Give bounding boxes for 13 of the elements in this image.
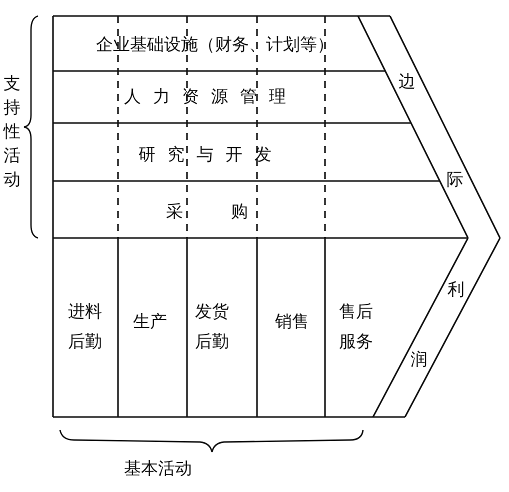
margin-label: 利 bbox=[448, 279, 464, 301]
margin-label: 润 bbox=[410, 349, 428, 371]
primary-activity-label: 售后服务 bbox=[337, 297, 375, 357]
support-activity-label: 研究与开发 bbox=[138, 144, 284, 166]
support-activity-label: 采购 bbox=[166, 201, 296, 223]
brace-label: 基本活动 bbox=[124, 458, 192, 480]
margin-label: 际 bbox=[446, 169, 464, 191]
margin-label: 边 bbox=[398, 71, 416, 93]
primary-activity-label: 销售 bbox=[273, 307, 311, 337]
primary-activity-label: 发货后勤 bbox=[193, 297, 231, 357]
primary-activity-label: 进料后勤 bbox=[66, 297, 104, 357]
brace-label: 支持性活动 bbox=[3, 73, 21, 192]
primary-activity-label: 生产 bbox=[131, 307, 169, 337]
